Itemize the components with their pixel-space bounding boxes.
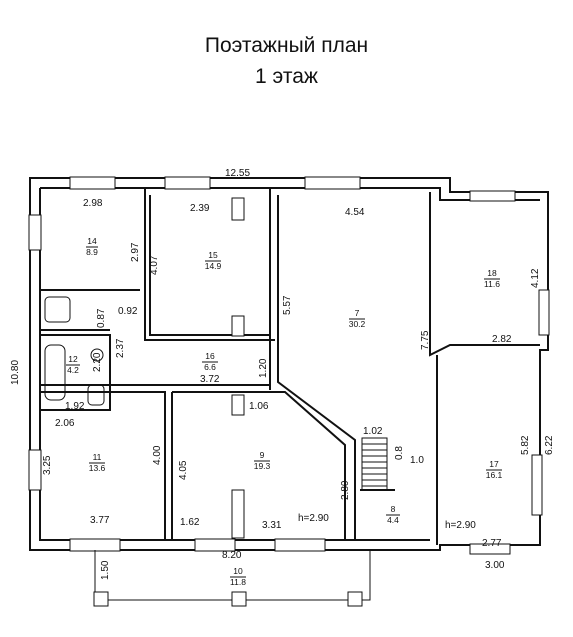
stairs	[361, 437, 388, 491]
dim-5-82: 5.82	[520, 435, 531, 455]
dim-4-07: 4.07	[149, 255, 160, 275]
ceiling-height-2: h=2.90	[445, 520, 476, 531]
dim-2-98: 2.98	[83, 198, 103, 209]
dim-2-37: 2.37	[115, 338, 126, 358]
dim-3-31: 3.31	[262, 520, 282, 531]
dim-0-87: 0.87	[96, 308, 107, 328]
plan-title-line2: 1 этаж	[255, 65, 318, 88]
room-8: 8 4.4	[386, 504, 400, 525]
dim-8-20: 8.20	[222, 550, 242, 561]
room-area: 30.2	[349, 319, 366, 329]
room-area: 13.6	[89, 463, 106, 473]
room-number: 11	[93, 452, 102, 462]
dim-2-20: 2.20	[92, 352, 103, 372]
room-labels: 14 8.9 15 14.9 7 30.2 18 11.6 12 4.2 16 …	[66, 236, 503, 587]
room-area: 11.6	[484, 279, 500, 289]
windows	[28, 176, 550, 555]
room-area: 4.4	[387, 515, 399, 525]
dim-7-75: 7.75	[420, 330, 431, 350]
dim-1-50: 1.50	[100, 560, 111, 580]
room-area: 16.1	[486, 470, 503, 480]
dim-3-00: 3.00	[485, 560, 505, 571]
room-number: 17	[489, 459, 499, 469]
dim-1-92: 1.92	[65, 401, 85, 412]
porch	[93, 550, 371, 607]
room-17: 17 16.1	[486, 459, 503, 480]
room-number: 18	[487, 268, 497, 278]
plan-title: Поэтажный план 1 этаж	[0, 30, 573, 92]
room-14: 14 8.9	[86, 236, 98, 257]
dim-2-82: 2.82	[492, 334, 512, 345]
dim-2-06: 2.06	[55, 418, 75, 429]
dim-4-12: 4.12	[530, 268, 541, 288]
dim-1-02: 1.02	[363, 426, 383, 437]
dim-5-57: 5.57	[282, 295, 293, 315]
room-area: 4.2	[67, 365, 79, 375]
dim-2-97: 2.97	[130, 242, 141, 262]
room-number: 12	[68, 354, 78, 364]
dim-2-39: 2.39	[190, 203, 210, 214]
room-number: 8	[391, 504, 396, 514]
dim-1-62: 1.62	[180, 517, 200, 528]
room-10: 10 11.8	[230, 566, 246, 587]
dimension-labels: 12.55 10.80 2.98 2.97 2.39 4.07 4.54 5.5…	[10, 168, 555, 580]
room-number: 7	[355, 308, 360, 318]
room-12: 12 4.2	[66, 354, 80, 375]
room-area: 14.9	[205, 261, 222, 271]
room-number: 9	[260, 450, 265, 460]
dim-3-72: 3.72	[200, 374, 220, 385]
outer-walls	[29, 177, 549, 551]
dim-4-54: 4.54	[345, 207, 365, 218]
dim-2-80: 2.80	[340, 480, 351, 500]
bathroom-fixtures	[44, 296, 105, 406]
interior-walls	[40, 188, 540, 545]
room-number: 10	[233, 566, 243, 576]
dim-3-77: 3.77	[90, 515, 110, 526]
dim-top-total: 12.55	[225, 168, 250, 179]
room-number: 14	[87, 236, 97, 246]
dim-1-20: 1.20	[258, 358, 269, 378]
dim-0-92: 0.92	[118, 306, 138, 317]
room-area: 19.3	[254, 461, 271, 471]
dim-1-0: 1.0	[410, 455, 424, 466]
room-15: 15 14.9	[205, 250, 222, 271]
dim-0-8: 0.8	[394, 446, 405, 460]
ceiling-height-1: h=2.90	[298, 513, 329, 524]
dim-4-00: 4.00	[152, 445, 163, 465]
dim-3-25: 3.25	[42, 455, 53, 475]
room-number: 16	[205, 351, 215, 361]
plan-title-line1: Поэтажный план	[204, 34, 369, 57]
dim-2-77: 2.77	[482, 538, 502, 549]
room-area: 6.6	[204, 362, 216, 372]
room-area: 11.8	[230, 577, 246, 587]
room-area: 8.9	[86, 247, 98, 257]
room-7: 7 30.2	[349, 308, 366, 329]
room-9: 9 19.3	[254, 450, 271, 471]
dim-6-22: 6.22	[544, 435, 555, 455]
room-18: 18 11.6	[484, 268, 500, 289]
room-16: 16 6.6	[202, 351, 218, 372]
dim-1-06: 1.06	[249, 401, 269, 412]
dim-left-total: 10.80	[10, 360, 21, 385]
dim-4-05: 4.05	[178, 460, 189, 480]
room-number: 15	[208, 250, 218, 260]
room-11: 11 13.6	[89, 452, 106, 473]
